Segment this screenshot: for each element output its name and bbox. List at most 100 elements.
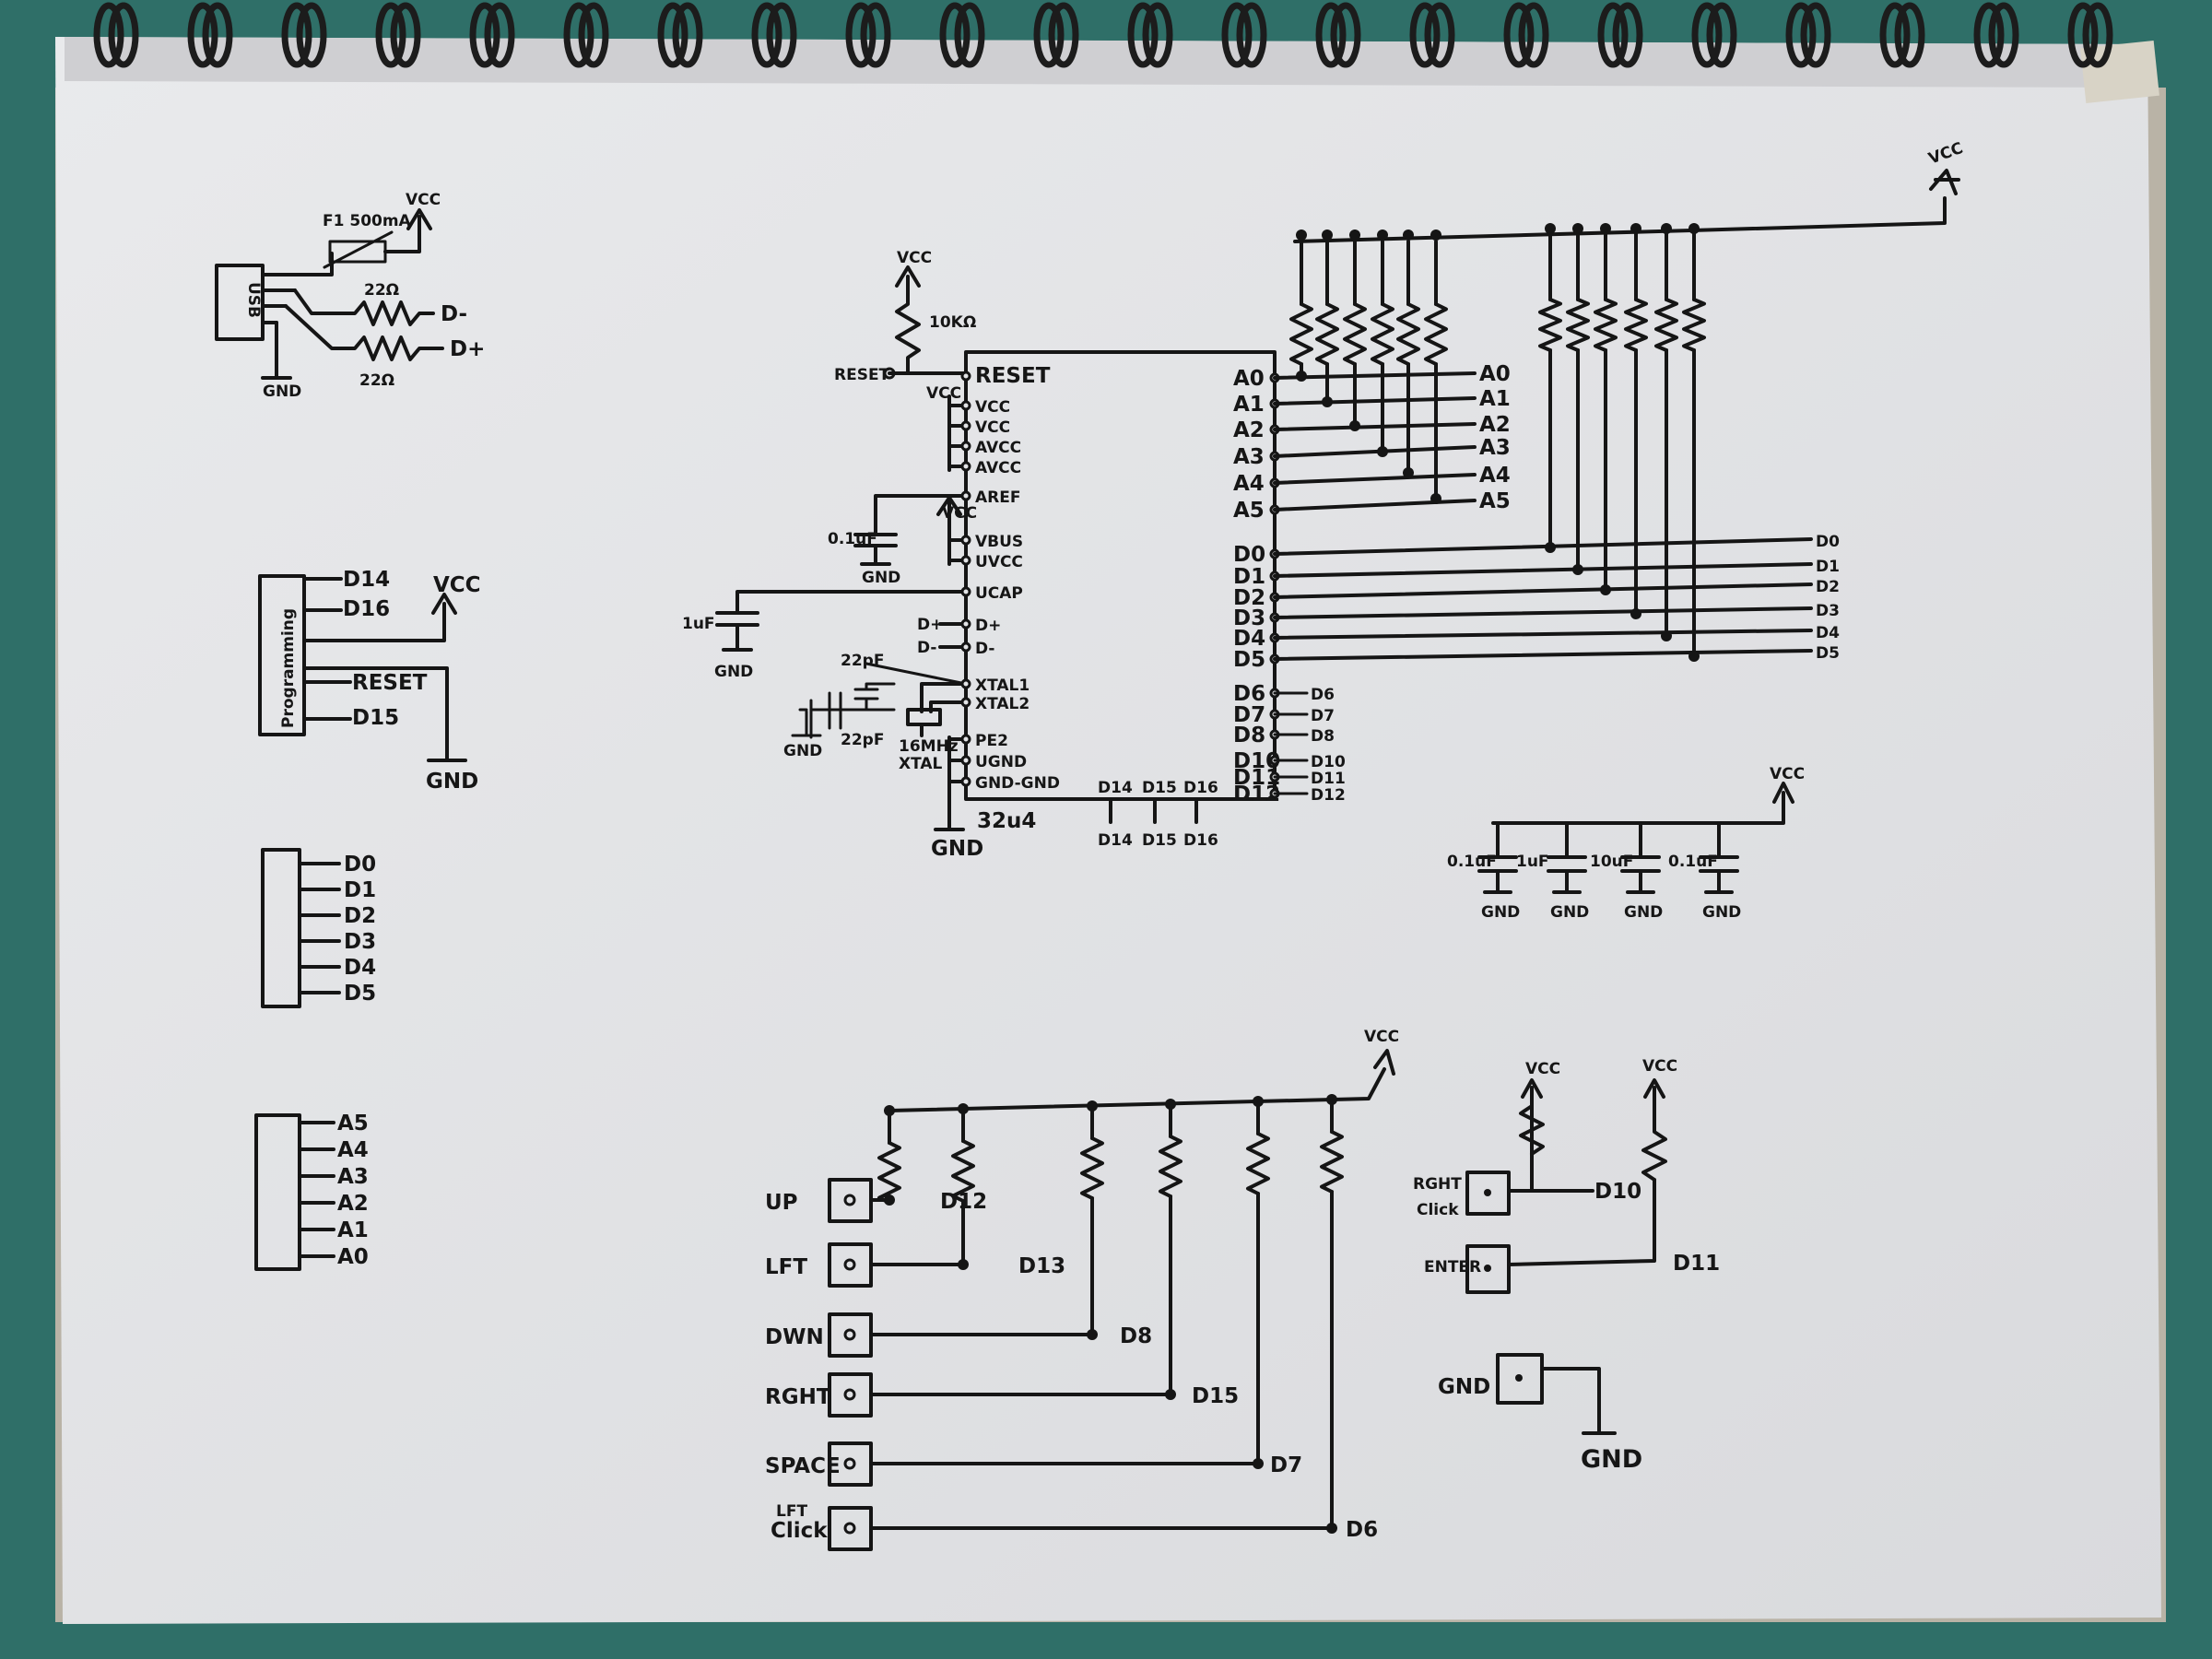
mcu-right-pin-label: D8 [1233,724,1265,747]
spiral-coil [1037,6,1076,65]
mcu-part-label: 32u4 [977,809,1036,833]
pullup-d-resistor [1654,298,1678,352]
mcu-d-net-label: D1 [1816,558,1840,576]
rght-click-label-1: RGHT [1413,1175,1462,1194]
tape [2080,40,2159,104]
pullup-d-junction [1545,542,1556,553]
mcu-left-pin-label: UGND [975,753,1027,771]
mcu-d-net-wire [1273,537,1813,556]
mcu-d-net-label: D5 [1816,644,1840,663]
mcu-left-pin-label: VBUS [975,533,1023,551]
mcu-vcc-small-2: VCC [942,504,977,523]
mcu-left-pin-label: XTAL2 [975,695,1030,713]
reset-resistor-label: 10KΩ [929,313,976,332]
gnd-button [1496,1353,1544,1405]
mcu-left-pin-node [960,555,971,566]
reset-pullup-resistor [895,275,921,375]
rght-click-net: D10 [1594,1180,1641,1204]
pullup-a-junction [1349,420,1360,431]
pullup-rail-junction [1600,223,1611,234]
crystal-symbol [906,682,968,737]
mcu-left-pin-node [960,461,971,472]
pullup-a-resistor [1289,302,1313,366]
rght-click-button-dot [1484,1189,1491,1196]
usb-connector-label: USB [244,282,263,318]
programming-pin-2: D16 [343,597,390,621]
mcu-d-net-label: D4 [1816,624,1840,642]
buttons-vcc-label: VCC [1364,1028,1399,1046]
usb-vcc-label: VCC [406,191,441,209]
button-pullup-resistor [1080,1136,1104,1200]
mcu-left-pin-node [960,371,971,382]
mcu-right-pin-label: D0 [1233,543,1265,567]
button-switch-contact [843,1522,856,1535]
buttons-vcc-arrow [1373,1049,1395,1076]
button-net-junction [1087,1329,1098,1340]
button-net-label: D7 [1270,1453,1302,1477]
pullup-a-junction [1430,493,1441,504]
pullup-d-resistor [1566,298,1590,352]
programming-vcc-label: VCC [433,573,481,597]
pullup-d-resistor [1682,298,1706,352]
mcu-right-pin-label: A4 [1233,472,1265,496]
mcu-right-pin-label: D4 [1233,627,1265,651]
mcu-right-pin-label: A3 [1233,445,1265,469]
mcu-bottom-pin-label: D15 [1142,779,1177,797]
pullup-d-junction [1688,651,1700,662]
mcu-a-net-label: A0 [1479,362,1511,386]
button-name-label: SPACE [765,1454,841,1478]
aref-cap-label: 0.1uF [828,530,877,548]
button-pullup-resistor [1320,1130,1344,1194]
spiral-coil [1413,6,1452,65]
gnd-button-gnd: GND [1581,1445,1642,1474]
pullup-a-resistor [1315,302,1339,366]
mcu-a-net-wire [1273,396,1477,406]
mcu-left-pin-node [960,535,971,546]
mcu-dplus-net: D+ [917,616,943,634]
button-name-label: UP [765,1191,798,1215]
button-pullup-resistor [1159,1135,1182,1198]
button-rail-junction [1087,1100,1098,1112]
paper-sheet [55,37,2161,1624]
ucap-gnd-label: GND [714,663,753,681]
pullup-rail-junction [1661,223,1672,234]
usb-pin-wires [261,252,334,324]
decoupling-gnd-label: GND [1481,903,1520,922]
decoupling-capacitor [1477,821,1518,894]
reset-vcc-label: VCC [897,249,932,267]
gnd-button-wire [1540,1367,1617,1435]
mcu-left-pin-node [960,490,971,501]
usb-connector-box [215,264,265,341]
button-net-label: D13 [1018,1254,1065,1278]
pullup-d-junction [1630,608,1641,619]
button-net-label: D8 [1120,1324,1152,1348]
button-net-junction [958,1259,969,1270]
button-switch-contact [843,1194,856,1206]
mcu-a-net-wire [1273,422,1477,431]
spiral-coil [1319,6,1358,65]
programming-header-box [258,574,306,736]
mcu-vcc-small-1: VCC [926,384,961,403]
mcu-left-pin-label: GND-GND [975,774,1060,793]
buttons-vcc-rail [888,1067,1386,1112]
rght-click-vcc-label: VCC [1525,1060,1560,1078]
pullup-rail-junction [1688,223,1700,234]
button-net-label: D15 [1192,1384,1239,1408]
button-switch-contact [843,1258,856,1271]
enter-net: D11 [1673,1252,1720,1276]
spiral-coil [191,6,229,65]
mcu-d-net-wire [1273,562,1813,578]
spiral-coil [97,6,135,65]
pullup-a-junction [1403,467,1414,478]
crystal-gnd-label: GND [783,742,822,760]
button-switch-contact [843,1457,856,1470]
decoupling-capacitor [1547,821,1587,894]
button-rail-junction [884,1105,895,1116]
usb-d-plus-label: D+ [450,337,485,361]
button-rail-junction [958,1103,969,1114]
digital-header-pin-label: D2 [344,904,376,928]
pullup-d-resistor [1624,298,1648,352]
